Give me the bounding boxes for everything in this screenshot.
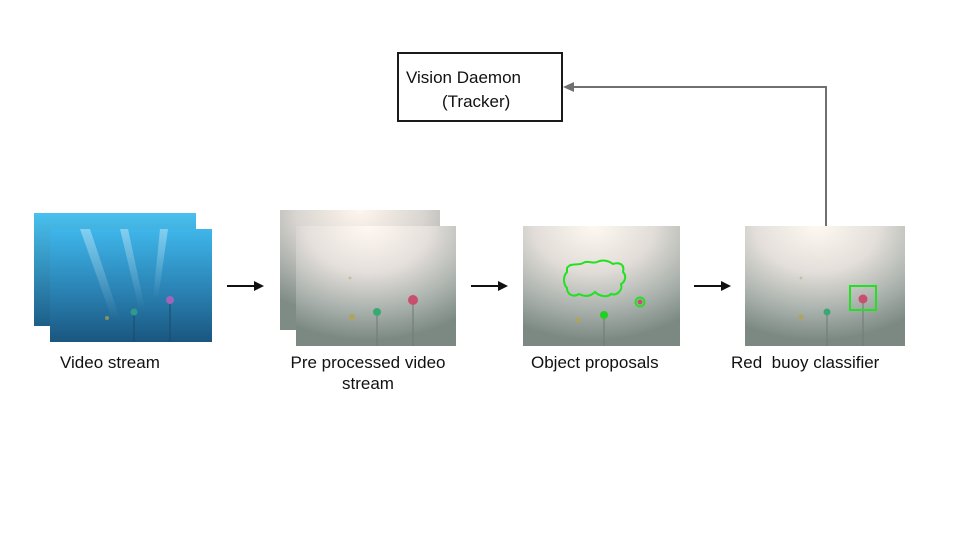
arrow-1 [227,281,264,291]
arrow-2 [471,281,508,291]
red-buoy-classifier-frame [745,226,905,346]
preprocessed-frame-front [296,226,456,346]
vision-daemon-subtitle: (Tracker) [442,92,511,111]
stage-label-red-buoy-classifier: Red buoy classifier [731,353,880,372]
vision-daemon-title: Vision Daemon [406,68,521,87]
stage-label-object-proposals: Object proposals [531,353,659,372]
vision-daemon-box: Vision Daemon (Tracker) [397,52,563,122]
video-stream-frame-front [50,229,212,342]
feedback-arrow [563,82,827,228]
stage-label-preprocessed: Pre processed video stream [290,353,446,393]
object-proposals-frame [523,226,680,346]
arrow-3 [694,281,731,291]
stage-label-video-stream: Video stream [60,353,160,372]
